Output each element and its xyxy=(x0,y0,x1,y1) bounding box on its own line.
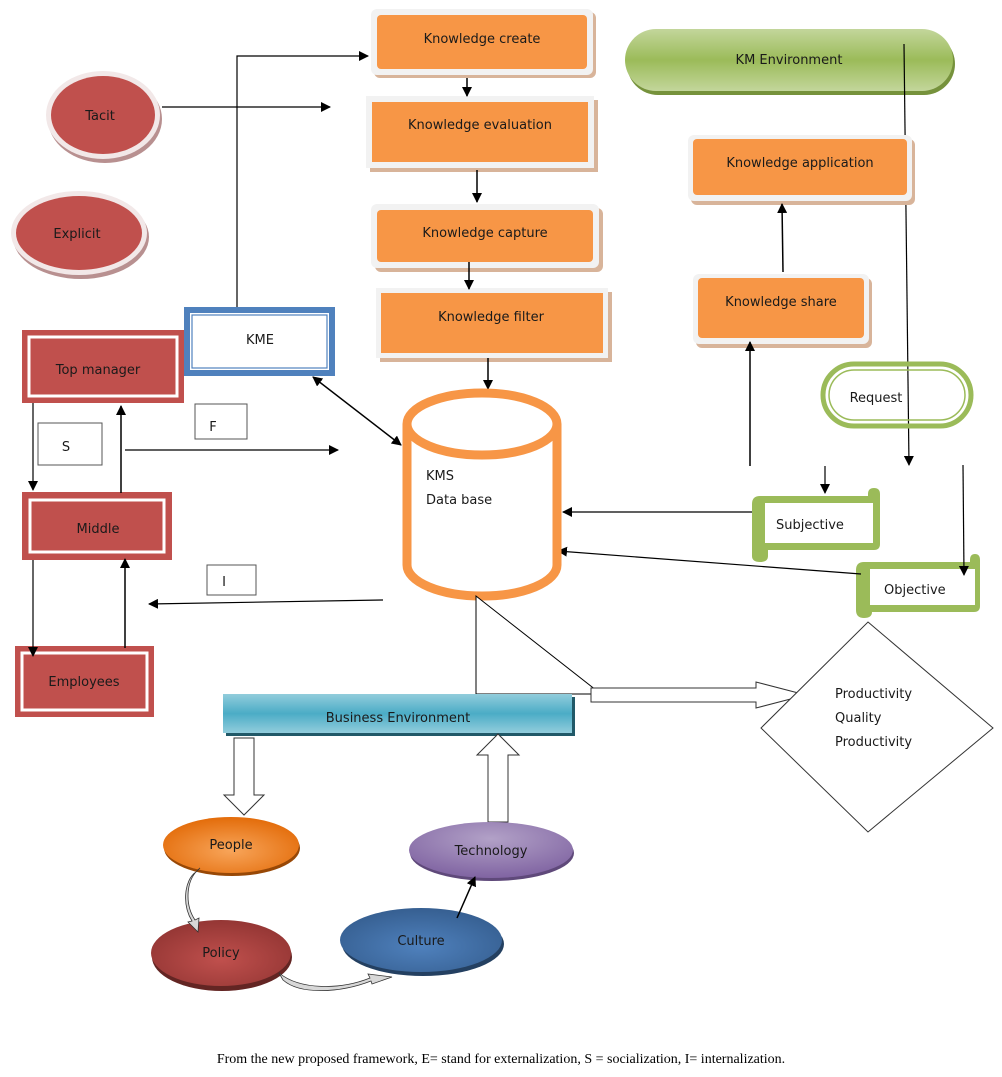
arrow-km-environment-down xyxy=(903,43,914,466)
explicit-node: Explicit xyxy=(11,191,149,279)
employees-node: Employees xyxy=(15,646,154,717)
s-label: S xyxy=(62,440,70,455)
knowledge-share-box: Knowledge share xyxy=(693,274,872,348)
outcome-item: Productivity xyxy=(835,687,912,702)
culture-node: Culture xyxy=(340,908,504,976)
knowledge-capture-box: Knowledge capture xyxy=(371,204,603,272)
knowledge-create-label: Knowledge create xyxy=(424,32,541,47)
i-label: I xyxy=(222,575,226,590)
knowledge-evaluation-box: Knowledge evaluation xyxy=(366,96,598,172)
arrow-objective-to-database xyxy=(557,546,862,575)
arrow-kme-to-create xyxy=(236,51,369,308)
people-node: People xyxy=(163,817,300,876)
curved-arrow-policy-to-culture xyxy=(278,972,393,992)
top-manager-label: Top manager xyxy=(55,363,141,378)
knowledge-share-label: Knowledge share xyxy=(725,295,837,310)
policy-node: Policy xyxy=(151,920,292,991)
objective-node: Objective xyxy=(856,554,980,618)
outcome-item: Productivity xyxy=(835,735,912,750)
kms-database-node: KMS Data base xyxy=(402,388,562,601)
knowledge-filter-label: Knowledge filter xyxy=(438,310,544,325)
objective-label: Objective xyxy=(884,583,946,598)
km-environment-label: KM Environment xyxy=(736,53,843,68)
tacit-label: Tacit xyxy=(84,109,115,124)
arrow-database-to-employees xyxy=(148,598,384,609)
arrow-share-to-application xyxy=(777,203,788,273)
subjective-node: Subjective xyxy=(752,488,880,562)
outcome-item: Quality xyxy=(835,711,882,726)
arrow-kme-database-bidirectional xyxy=(312,376,402,446)
arrow-culture-to-technology xyxy=(456,876,476,919)
km-environment-node: KM Environment xyxy=(625,29,955,95)
request-label: Request xyxy=(850,391,903,406)
people-label: People xyxy=(209,838,252,853)
knowledge-evaluation-label: Knowledge evaluation xyxy=(408,118,552,133)
knowledge-filter-box: Knowledge filter xyxy=(376,288,612,362)
explicit-label: Explicit xyxy=(53,227,100,242)
database-label: Data base xyxy=(426,493,492,508)
arrow-to-objective xyxy=(958,464,969,576)
subjective-label: Subjective xyxy=(776,518,844,533)
technology-label: Technology xyxy=(454,844,528,859)
employees-label: Employees xyxy=(48,675,119,690)
internalization-label-box: I xyxy=(206,564,257,596)
knowledge-create-box: Knowledge create xyxy=(371,9,596,78)
outcomes-diamond: Productivity Quality Productivity xyxy=(760,621,994,833)
kme-label: KME xyxy=(246,333,274,348)
curved-arrow-people-to-policy xyxy=(185,867,201,933)
policy-label: Policy xyxy=(202,946,240,961)
knowledge-capture-label: Knowledge capture xyxy=(422,226,547,241)
block-arrow-to-outcomes xyxy=(590,681,808,709)
middle-label: Middle xyxy=(77,522,120,537)
f-label: F xyxy=(209,420,216,435)
culture-label: Culture xyxy=(397,934,444,949)
figure-caption: From the new proposed framework, E= stan… xyxy=(216,1052,786,1067)
kms-label: KMS xyxy=(426,469,454,484)
f-label-box: F xyxy=(194,403,248,440)
business-environment-node: Business Environment xyxy=(223,694,575,736)
request-node: Request xyxy=(820,361,974,429)
knowledge-application-label: Knowledge application xyxy=(726,156,873,171)
business-environment-label: Business Environment xyxy=(326,711,470,726)
socialization-label-box: S xyxy=(37,422,103,466)
kme-node: KME xyxy=(184,307,335,376)
technology-node: Technology xyxy=(409,822,574,881)
knowledge-application-box: Knowledge application xyxy=(688,135,915,205)
top-manager-node: Top manager xyxy=(22,330,184,403)
triangle-connector xyxy=(475,594,603,695)
tacit-node: Tacit xyxy=(46,71,162,163)
block-arrow-from-technology xyxy=(475,733,521,823)
middle-node: Middle xyxy=(22,492,172,560)
block-arrow-to-people xyxy=(222,737,266,816)
